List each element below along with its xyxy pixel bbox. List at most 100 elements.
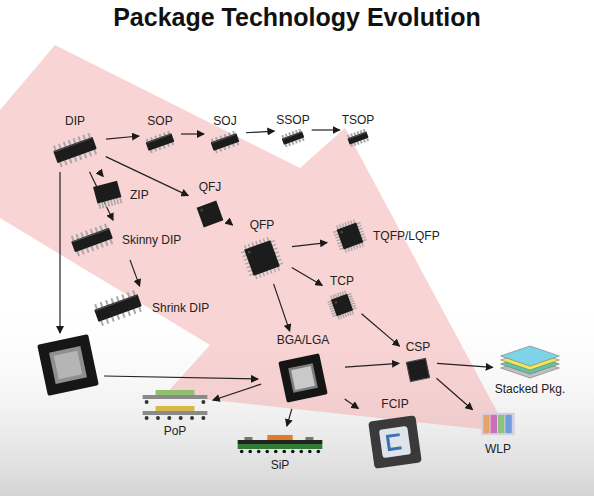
package-node: WLP [474, 408, 522, 456]
chip-part [210, 130, 241, 154]
chip-part [51, 132, 98, 168]
chip-part [327, 300, 331, 303]
chip-part [326, 290, 359, 320]
chip-part [248, 450, 252, 454]
chip-part [94, 304, 98, 309]
chip-part [69, 223, 114, 257]
package-icon [234, 234, 290, 282]
chip-part [360, 230, 364, 233]
chip-part [255, 275, 258, 279]
chip-part [344, 313, 347, 317]
chip-part [262, 272, 265, 276]
chip-part [79, 155, 83, 160]
package-label: TQFP/LQFP [373, 229, 440, 243]
package-label: FCIP [381, 397, 408, 411]
chip-part [111, 317, 115, 322]
chip-part [232, 131, 235, 135]
package-icon [139, 388, 211, 422]
chip-part [339, 292, 342, 296]
package-node: QFP [234, 218, 290, 282]
chip-part [271, 240, 275, 243]
chip-part [266, 271, 269, 275]
chip-part [145, 130, 176, 154]
chip-part [197, 201, 224, 228]
package-label: QFP [250, 218, 275, 232]
chip-part [331, 294, 353, 316]
package-icon [86, 288, 150, 328]
chip-part [244, 258, 248, 261]
package-node: PoP [139, 388, 211, 438]
diagram-title: Package Technology Evolution [0, 3, 594, 32]
chip-part [356, 245, 359, 249]
chip-part [92, 289, 143, 326]
chip-part [491, 415, 497, 433]
chip-part [348, 295, 352, 298]
evolution-arrow [181, 133, 204, 134]
chip-part [85, 230, 89, 235]
evolution-arrow [231, 224, 233, 226]
chip-part [282, 131, 305, 145]
chip-part [197, 201, 224, 228]
chip-part [122, 313, 126, 318]
chip-part [292, 141, 295, 145]
chip-part [238, 444, 323, 449]
chip-part [156, 390, 195, 395]
chip-part [279, 262, 283, 265]
chip-part [239, 235, 285, 281]
chip-part [248, 270, 252, 273]
chip-part [110, 239, 114, 244]
chip-part [285, 133, 288, 137]
chip-part [345, 249, 348, 253]
chip-part [53, 145, 57, 150]
unlabeled-chip [37, 334, 99, 396]
chip-part [308, 450, 312, 454]
chip-part [266, 237, 269, 241]
chip-part [332, 312, 336, 315]
evolution-arrow [345, 363, 399, 367]
chip-part [368, 415, 422, 469]
chip-part [255, 241, 258, 245]
package-label: SOJ [213, 114, 236, 128]
chip-part [251, 242, 254, 246]
chip-part [71, 228, 113, 253]
chip-part [76, 251, 80, 256]
chip-part [349, 298, 353, 301]
chip-part [146, 133, 175, 151]
package-node: ZIP [88, 178, 149, 212]
chip-part [350, 300, 354, 303]
chip-part [295, 140, 298, 144]
chip-part [154, 135, 157, 139]
chip-part [224, 134, 227, 138]
chip-part [288, 363, 318, 393]
chip-part [281, 129, 306, 147]
chip-part [265, 450, 269, 454]
chip-part [223, 147, 226, 151]
chip-part [342, 314, 345, 318]
chip-part [69, 223, 114, 257]
package-label: Skinny DIP [122, 233, 181, 247]
package-icon [46, 130, 104, 170]
chip-part [347, 312, 350, 316]
chip-part [299, 450, 303, 454]
chip-part [368, 415, 422, 469]
evolution-arrow [130, 260, 140, 286]
package-icon [329, 218, 371, 254]
chip-part [68, 140, 72, 145]
chip-part [54, 138, 91, 152]
chip-part [201, 400, 205, 404]
chip-part [81, 249, 85, 254]
chip-part [163, 132, 166, 136]
evolution-arrow [437, 363, 493, 367]
chip-part [64, 160, 68, 165]
chip-part [86, 248, 90, 253]
chip-part [350, 247, 353, 251]
chip-part [94, 294, 142, 322]
chip-part [288, 132, 291, 136]
chip-part [346, 129, 369, 147]
chip-part [335, 236, 339, 239]
evolution-arrow [246, 131, 274, 133]
chip-part [147, 134, 171, 143]
package-label: SSOP [276, 113, 309, 127]
chip-part [340, 315, 343, 319]
chip-part [281, 129, 306, 147]
